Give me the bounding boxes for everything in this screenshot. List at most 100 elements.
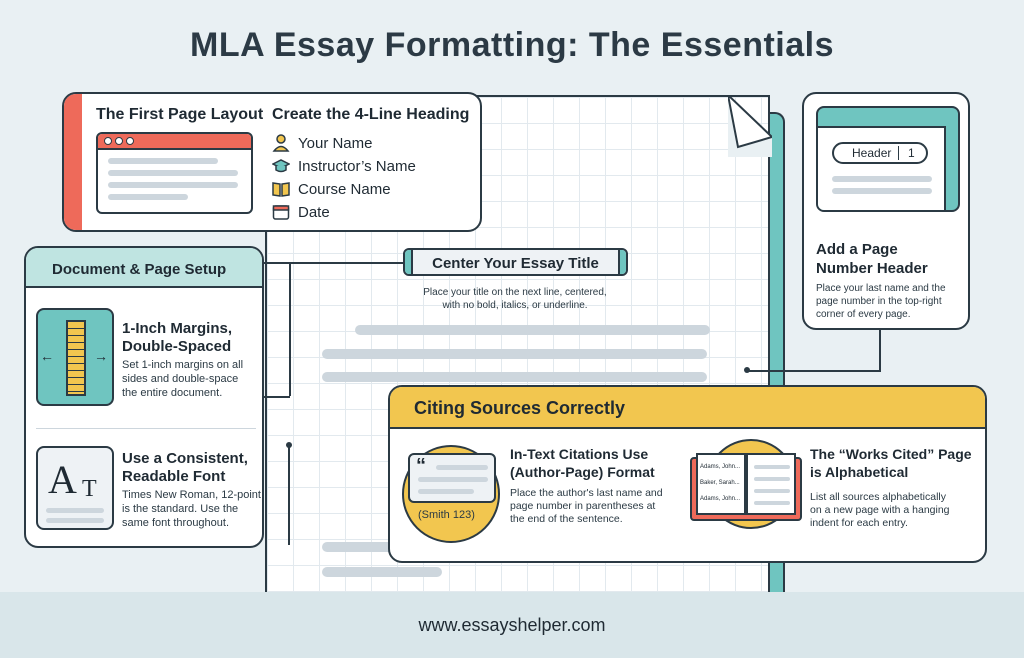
intext-text-line: page number in parentheses at [510,500,656,512]
margins-title-line: Double-Spaced [122,338,232,355]
intext-text-line: Place the author's last name and [510,487,663,499]
connector [879,330,881,370]
works-text-line: indent for each entry. [810,517,908,529]
heading-item-label: Course Name [298,180,391,198]
works-title: The “Works Cited” Page is Alphabetical [810,445,972,481]
graduation-cap-icon [272,159,290,173]
citing-title: Citing Sources Correctly [414,398,626,418]
font-icon: A T [36,446,114,530]
header-pill: Header 1 [832,142,928,164]
header-number: 1 [908,146,915,160]
center-title-text: Place your title on the next line, cente… [395,286,635,312]
heading-title: Create the 4-Line Heading [272,106,470,123]
heading-item: Date [272,203,330,221]
connector [289,262,291,396]
font-icon-sub: T [82,476,97,502]
font-title-line: Readable Font [122,468,226,485]
first-page-card: The First Page Layout Create the 4-Line … [62,92,482,232]
margins-text-line: sides and double-space [122,373,239,385]
first-page-title: The First Page Layout [96,106,264,123]
works-text: List all sources alphabetically on a new… [810,491,950,530]
quote-mark-icon: “ [416,455,426,477]
works-title-line: is Alphabetical [810,464,909,480]
font-icon-line [46,508,104,513]
works-text-line: on a new page with a hanging [810,504,950,516]
pill-accent [618,250,626,274]
intext-title-line: In-Text Citations Use [510,446,649,462]
arrow-left-icon: ← [40,348,54,364]
page-number-text-line: corner of every page. [816,309,911,320]
setup-header [26,248,262,288]
pill-accent [405,250,413,274]
center-title-label: Center Your Essay Title [432,255,599,272]
quote-bubble-icon: “ [408,453,496,503]
margins-text-line: Set 1-inch margins on all [122,359,244,371]
heading-item-label: Date [298,203,330,221]
book-entry: Adams, John... [700,464,741,470]
intext-text: Place the author's last name and page nu… [510,487,663,526]
margins-text-line: the entire document. [122,387,223,399]
window-line [108,158,218,164]
connector [747,370,881,372]
book-entry: Adams, John... [700,496,741,502]
window-dot [126,137,134,145]
book-entry: Baker, Sarah... [700,480,740,486]
ruler-icon: ← → [36,308,114,406]
page-number-card: Header 1 Add a Page Number Header Place … [802,92,970,330]
book-page-right [746,453,796,515]
preview-paper: Header 1 [818,126,946,210]
font-text-line: is the standard. Use the [122,503,239,515]
heading-item-label: Your Name [298,134,373,152]
page-number-title-line: Add a Page [816,241,898,258]
card-accent [64,94,82,230]
header-separator [898,146,899,160]
connector [264,262,404,396]
window-line [108,170,238,176]
connector-dot [286,442,292,448]
preview-line [832,188,932,194]
text-line [322,542,442,552]
center-title-text-line: with no bold, italics, or underline. [442,300,588,311]
open-book-icon: Adams, John... Baker, Sarah... Adams, Jo… [690,453,802,523]
book-line [754,477,790,481]
font-text: Times New Roman, 12-point is the standar… [122,488,261,530]
intext-title-line: (Author-Page) Format [510,464,655,480]
font-icon-letter: A [48,457,77,502]
page-number-preview: Header 1 [816,106,960,212]
footer-url[interactable]: www.essayshelper.com [0,592,1024,658]
bubble-line [436,465,488,470]
bubble-line [418,477,488,482]
works-title-line: The “Works Cited” Page [810,446,972,462]
intext-title: In-Text Citations Use (Author-Page) Form… [510,445,655,481]
citing-card: Citing Sources Correctly “ (Smith 123) I… [388,385,987,563]
citation-example: (Smith 123) [418,509,475,521]
text-line [355,325,710,335]
page-fold [728,95,772,157]
page-title: MLA Essay Formatting: The Essentials [190,26,834,64]
heading-item: Your Name [272,134,373,152]
bubble-line [418,489,474,494]
window-titlebar [98,134,251,150]
heading-item-label: Instructor’s Name [298,157,416,175]
browser-window-icon [96,132,253,214]
page-number-title-line: Number Header [816,260,928,277]
window-line [108,182,238,188]
book-icon [272,182,290,197]
citing-header [390,387,985,429]
font-title: Use a Consistent, Readable Font [122,450,248,486]
margins-title-line: 1-Inch Margins, [122,320,233,337]
heading-item: Instructor’s Name [272,157,416,175]
book-line [754,465,790,469]
margins-text: Set 1-inch margins on all sides and doub… [122,358,243,400]
margins-title: 1-Inch Margins, Double-Spaced [122,320,232,356]
window-dot [104,137,112,145]
preview-line [832,176,932,182]
book-line [754,501,790,505]
page-number-text-line: Place your last name and the [816,283,946,294]
text-line [322,349,707,359]
page-number-text-line: page number in the top-right [816,296,942,307]
person-icon [272,134,290,152]
connector [288,445,290,545]
connector-dot [744,367,750,373]
heading-item: Course Name [272,180,391,198]
